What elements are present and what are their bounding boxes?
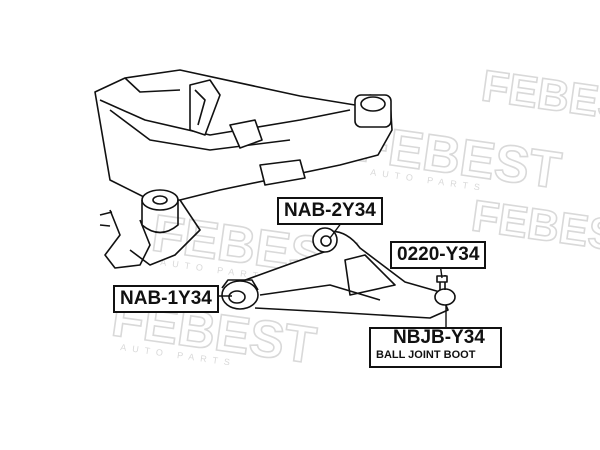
callout-nbjb-y34-frame bbox=[369, 327, 502, 368]
callout-nab-2y34: NAB-2Y34 bbox=[277, 197, 383, 225]
watermark-right-low: FEBEST bbox=[469, 191, 600, 264]
callout-0220-y34: 0220-Y34 bbox=[390, 241, 487, 269]
subframe-drawing bbox=[94, 69, 393, 269]
callout-ball-joint-boot: BALL JOINT BOOT bbox=[376, 349, 476, 361]
control-arm-drawing bbox=[221, 227, 456, 319]
callout-nbjb-y34: NBJB-Y34 bbox=[393, 327, 485, 348]
callout-nab-1y34: NAB-1Y34 bbox=[113, 285, 219, 313]
watermark-right: FEBEST bbox=[479, 61, 600, 134]
